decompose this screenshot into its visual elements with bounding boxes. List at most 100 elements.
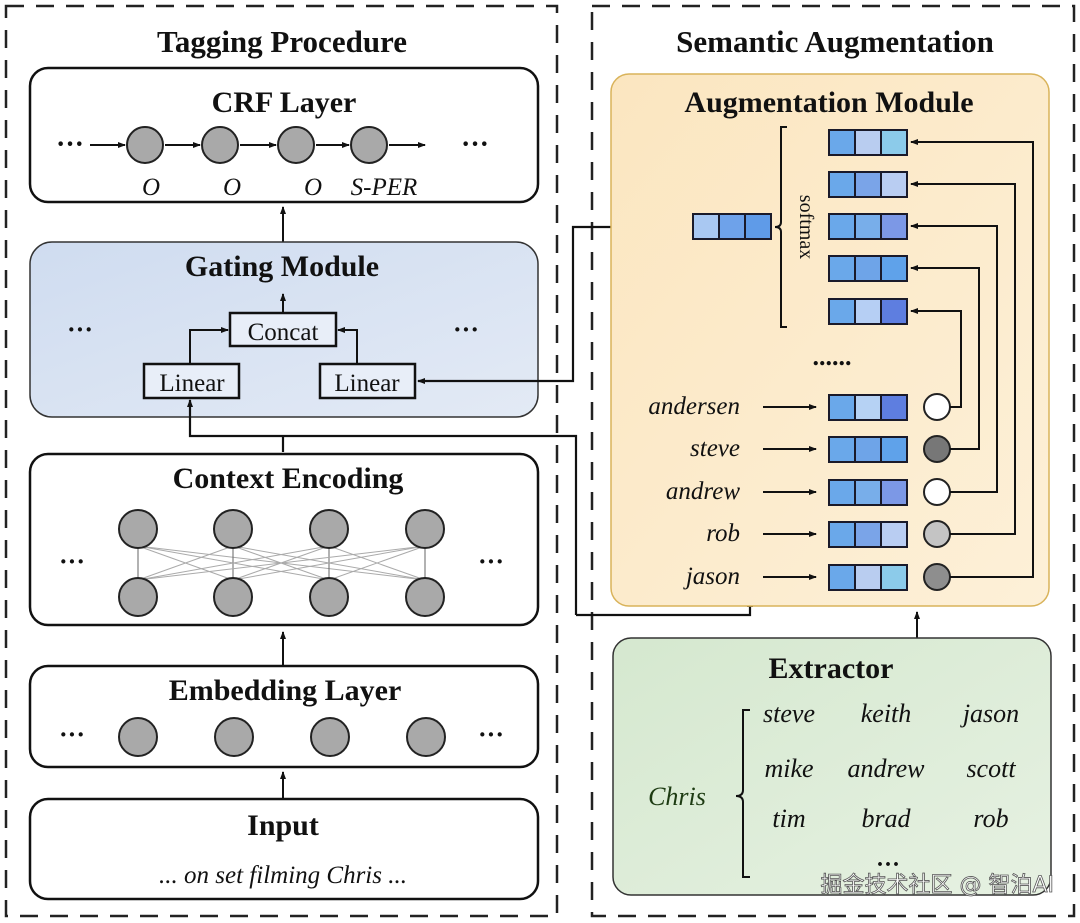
extractor-candidate: tim xyxy=(772,804,805,833)
vector-cell xyxy=(828,521,856,548)
gate-weight-circle xyxy=(923,393,951,421)
word-embedding-vector xyxy=(828,521,908,548)
extractor-brace xyxy=(735,709,750,878)
vector-cell xyxy=(880,394,908,421)
vector-cell xyxy=(854,564,882,591)
gating-module: Gating Module ··· ··· Concat Linear Line… xyxy=(29,241,539,418)
input-block: Input ... on set filming Chris ... xyxy=(28,797,540,901)
vector-cell xyxy=(854,129,882,156)
weight-wire xyxy=(910,223,998,493)
input-title: Input xyxy=(247,809,319,842)
watermark: 掘金技术社区 @ 智泊AI xyxy=(820,873,1054,898)
vector-cell xyxy=(880,213,908,240)
context-node-bottom xyxy=(213,577,253,617)
extractor-candidate: scott xyxy=(966,754,1016,783)
softmax-brace xyxy=(774,126,787,328)
vector-cell xyxy=(854,213,882,240)
input-sentence: ... on set filming Chris ... xyxy=(159,862,407,889)
augmentation-module: Augmentation Module softmax ...... ander… xyxy=(610,73,1050,607)
vector-cell xyxy=(854,394,882,421)
weight-wire xyxy=(910,265,980,450)
extractor-candidate: andrew xyxy=(847,754,925,783)
context-node-bottom xyxy=(118,577,158,617)
gating-ellipsis-right: ··· xyxy=(453,315,479,344)
embedding-ellipsis-right: ··· xyxy=(478,720,504,749)
vector-cell xyxy=(854,255,882,282)
extractor-candidate: keith xyxy=(861,699,912,728)
linear-right-label: Linear xyxy=(334,370,400,397)
extractor-candidate: steve xyxy=(763,699,815,728)
vector-cell xyxy=(854,521,882,548)
vector-cell xyxy=(854,171,882,198)
gating-ellipsis-left: ··· xyxy=(67,315,93,344)
vector-cell xyxy=(880,479,908,506)
context-ellipsis-right: ··· xyxy=(478,547,504,576)
weight-wire xyxy=(910,308,962,408)
weight-wire xyxy=(910,181,1016,535)
context-node-top xyxy=(118,509,158,549)
context-encoding: Context Encoding ··· ··· xyxy=(28,452,540,627)
embedding-node xyxy=(118,717,158,757)
vector-cell xyxy=(880,171,908,198)
crf-node xyxy=(277,126,315,164)
semantic-augmentation-panel xyxy=(590,4,1076,918)
vector-cell xyxy=(880,255,908,282)
extractor-candidate: brad xyxy=(861,804,911,833)
vector-cell xyxy=(854,298,882,325)
gate-weight-circle xyxy=(923,435,951,463)
vector-cell xyxy=(718,213,746,240)
augmentation-word: andersen xyxy=(648,393,740,420)
extractor-candidate: mike xyxy=(764,754,813,783)
crf-tag-label: O xyxy=(223,174,241,201)
augmentation-ellipsis: ...... xyxy=(813,342,852,371)
vector-cell xyxy=(828,213,856,240)
vector-cell xyxy=(828,298,856,325)
augmentation-word: steve xyxy=(690,435,740,462)
concat-box xyxy=(228,311,338,348)
crf-tag-label: O xyxy=(304,174,322,201)
context-encoding-title: Context Encoding xyxy=(173,462,404,495)
semantic-augmentation-title: Semantic Augmentation xyxy=(676,24,994,59)
crf-ellipsis-right: ··· xyxy=(461,129,489,160)
weight-wire xyxy=(910,139,1034,578)
vector-cell xyxy=(828,564,856,591)
gate-weight-circle xyxy=(923,520,951,548)
context-node-bottom xyxy=(309,577,349,617)
vector-cell xyxy=(880,436,908,463)
extractor-candidate: jason xyxy=(960,699,1019,728)
crf-layer-title: CRF Layer xyxy=(212,86,357,119)
augmentation-module-title: Augmentation Module xyxy=(684,86,973,119)
extractor-query: Chris xyxy=(648,782,706,811)
concat-label: Concat xyxy=(248,319,319,346)
word-embedding-vector xyxy=(828,564,908,591)
vector-cell xyxy=(744,213,772,240)
weighted-embedding-vector xyxy=(828,255,908,282)
context-link xyxy=(137,545,234,581)
extractor-ellipsis: ··· xyxy=(876,852,900,878)
gate-weight-circle xyxy=(923,478,951,506)
augmentation-word: jason xyxy=(683,563,740,590)
context-link xyxy=(328,545,426,581)
crf-layer: CRF Layer ··· ··· O O O S-PER xyxy=(28,66,540,204)
weighted-embedding-vector xyxy=(828,213,908,240)
crf-tag-label: O xyxy=(142,174,160,201)
embedding-node xyxy=(214,717,254,757)
context-link xyxy=(232,545,426,581)
crf-node xyxy=(126,126,164,164)
tagging-procedure-panel xyxy=(4,4,559,918)
embedding-ellipsis-left: ··· xyxy=(59,720,85,749)
context-ellipsis-left: ··· xyxy=(59,547,85,576)
vector-cell xyxy=(880,521,908,548)
context-node-top xyxy=(405,509,445,549)
extractor-candidate: rob xyxy=(973,804,1008,833)
context-node-top xyxy=(213,509,253,549)
vector-cell xyxy=(880,298,908,325)
crf-tag-label: S-PER xyxy=(351,174,418,201)
vector-cell xyxy=(828,436,856,463)
word-embedding-vector xyxy=(828,394,908,421)
vector-cell xyxy=(880,564,908,591)
vector-cell xyxy=(828,479,856,506)
vector-cell xyxy=(692,213,720,240)
